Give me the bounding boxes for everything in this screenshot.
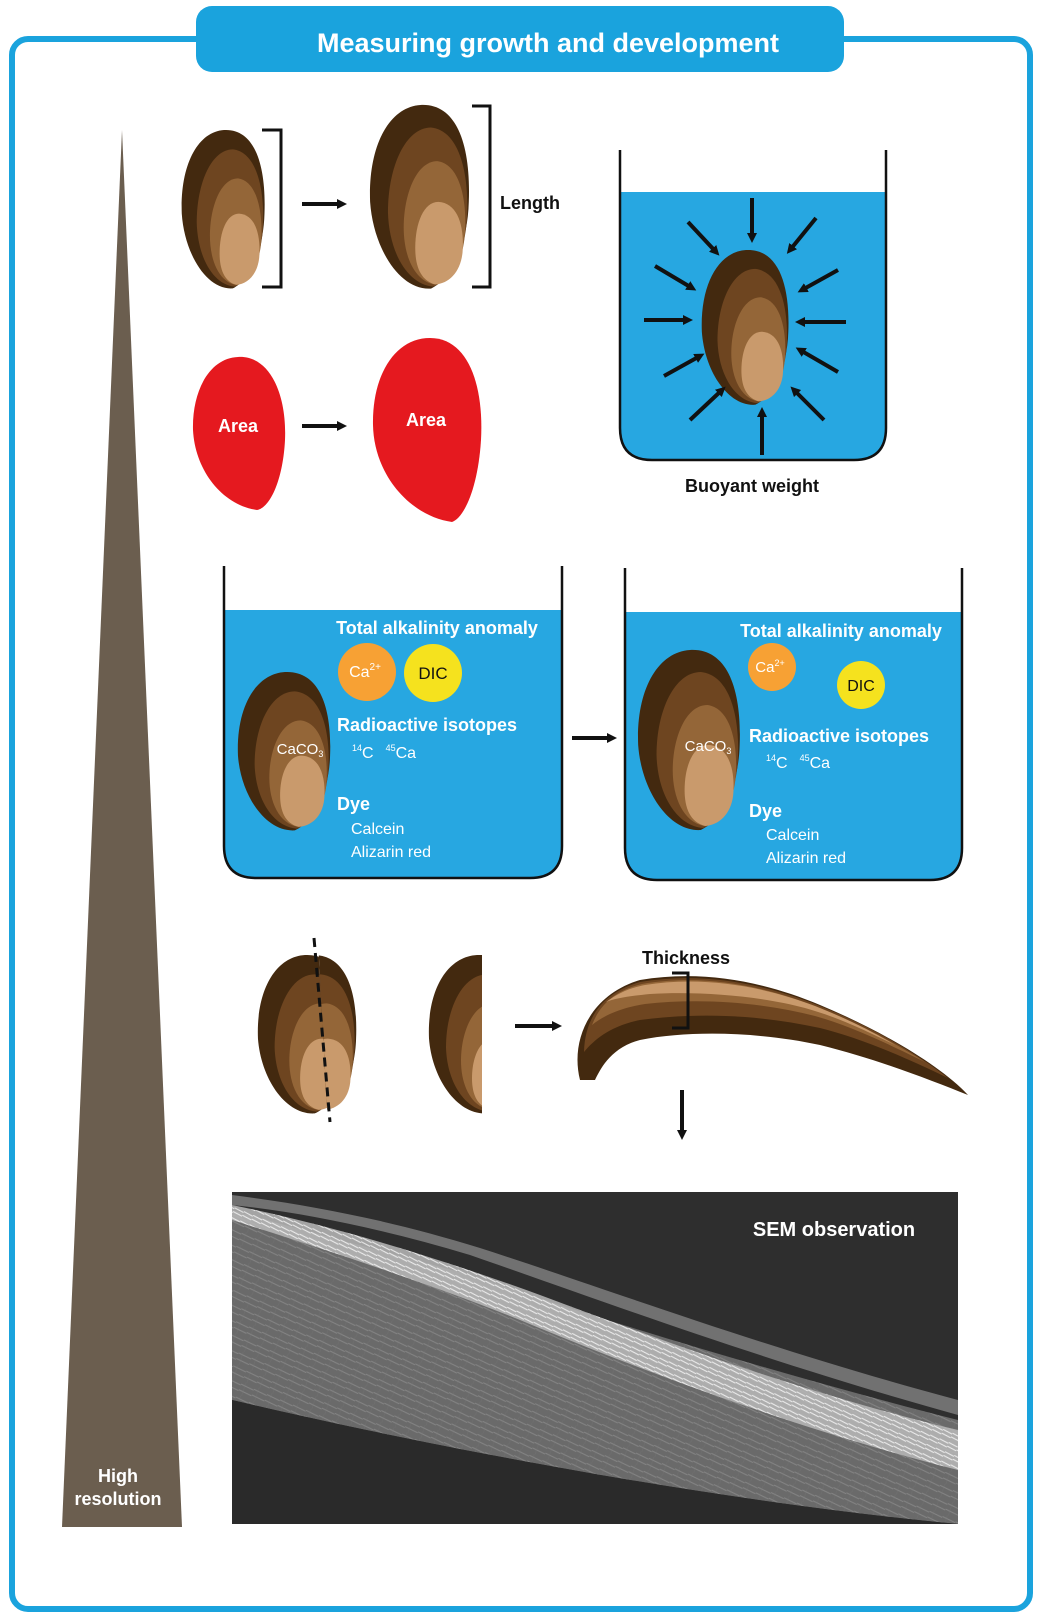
tank1-dye2: Alizarin red (351, 844, 431, 861)
shell-sectioning: Thickness (258, 938, 968, 1135)
buoyant-weight-label: Buoyant weight (685, 476, 819, 496)
alkalinity-tank-1: Total alkalinity anomaly Ca2+ DIC CaCO3 … (224, 566, 562, 878)
tank2-ca-symbol: Ca (755, 659, 775, 676)
length-label: Length (500, 193, 560, 213)
shell-half (429, 955, 523, 1114)
tank1-isotope2: Ca (396, 745, 417, 762)
shell-large (370, 105, 469, 289)
resolution-label: resolution (74, 1489, 161, 1509)
tank2-shell-label: CaCO3 (685, 738, 732, 756)
tank1-dic-label: DIC (418, 664, 447, 683)
tank2-isotope2-mass: 45 (800, 753, 810, 763)
tank1-shell-subscript: 3 (318, 749, 323, 759)
tank1-isotope2-mass: 45 (386, 743, 396, 753)
tank1-isotopes-heading: Radioactive isotopes (337, 715, 517, 735)
tank1-shell-formula: CaCO (277, 741, 319, 758)
tank2-isotope1: C (776, 755, 788, 772)
tank2-isotopes-heading: Radioactive isotopes (749, 726, 929, 746)
tank2-ca-charge: 2+ (774, 658, 784, 668)
title-banner: Measuring growth and development (196, 6, 844, 72)
area-label-right: Area (406, 410, 447, 430)
tank2-isotope1-mass: 14 (766, 753, 776, 763)
tank2-dye1: Calcein (766, 827, 819, 844)
tank1-heading: Total alkalinity anomaly (336, 618, 538, 638)
sem-panel: SEM observation (232, 1192, 958, 1530)
tank1-dye-heading: Dye (337, 794, 370, 814)
resolution-triangle: High resolution (62, 130, 182, 1527)
tank1-ca-charge: 2+ (370, 662, 382, 673)
high-label: High (98, 1466, 138, 1486)
tank2-dye-heading: Dye (749, 801, 782, 821)
tank2-heading: Total alkalinity anomaly (740, 621, 942, 641)
area-label-left: Area (218, 416, 259, 436)
tank1-isotope1: C (362, 745, 374, 762)
tank1-isotope1-mass: 14 (352, 743, 362, 753)
area-measurement: Area Area (193, 338, 481, 522)
tank2-dye2: Alizarin red (766, 850, 846, 867)
length-measurement: Length (182, 105, 560, 289)
area-shape-large (373, 338, 481, 522)
thickness-label: Thickness (642, 948, 730, 968)
shell-cross-section (578, 976, 969, 1095)
tank2-shell-subscript: 3 (726, 746, 731, 756)
tank1-dye1: Calcein (351, 821, 404, 838)
tank2-shell-formula: CaCO (685, 738, 727, 755)
tank2-isotope2: Ca (810, 755, 831, 772)
length-bracket-large (472, 106, 490, 287)
buoyant-weight-tank: Buoyant weight (620, 150, 886, 496)
page-title: Measuring growth and development (317, 28, 779, 58)
length-bracket-small (262, 130, 281, 287)
tank1-ca-symbol: Ca (349, 664, 370, 681)
shell-small (182, 130, 265, 289)
tank1-shell-label: CaCO3 (277, 741, 324, 759)
tank2-dic-label: DIC (847, 678, 875, 695)
alkalinity-tank-2: Total alkalinity anomaly Ca2+ DIC CaCO3 … (625, 568, 962, 880)
sem-observation-label: SEM observation (753, 1219, 915, 1241)
